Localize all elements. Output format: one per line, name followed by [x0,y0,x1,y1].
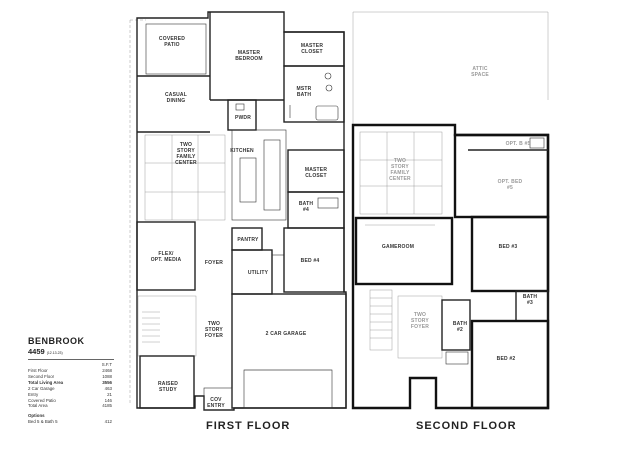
pwdr-label: PWDR [235,115,251,121]
bath2-label: BATH#2 [453,321,468,333]
gameroom-label: GAMEROOM [382,244,414,250]
plan-date: (12.13.23) [46,351,63,355]
bath4-label: BATH#4 [299,201,314,213]
attic-outline [352,11,549,125]
utility-label: UTILITY [248,270,269,276]
flex-label: FLEX/OPT. MEDIA [151,251,182,263]
plan-spec-block: BENBROOK 4459(12.13.23) S.F.T First Floo… [28,336,114,424]
spec-divider [28,359,114,360]
area-table-header: S.F.T [101,361,112,367]
pantry-label: PANTRY [237,237,259,243]
first-floor-plan [129,11,347,411]
bed3-label: BED #3 [499,244,518,250]
opt-bath5-label: OPT. B #5 [506,141,531,147]
first-floor-title: FIRST FLOOR [206,420,291,432]
second-floor-plan [351,11,550,410]
kitchen-label: KITCHEN [230,148,254,154]
second-floor-outer-wall [351,123,550,410]
foyer-label: FOYER [205,260,223,266]
bath3-label: BATH#3 [523,294,538,306]
first-floor-outer-wall [136,11,347,411]
opt-bed5-label: OPT. BED#5 [498,179,523,191]
garage-label: 2 CAR GARAGE [266,331,307,337]
bed2-label: BED #2 [497,356,516,362]
plan-name: BENBROOK [28,336,85,346]
second-floor-title: SECOND FLOOR [416,420,517,432]
covered-patio-outline [145,23,207,75]
bed4-label: BED #4 [301,258,320,264]
options-title: Options [28,412,45,418]
plan-number: 4459(12.13.23) [28,347,63,356]
